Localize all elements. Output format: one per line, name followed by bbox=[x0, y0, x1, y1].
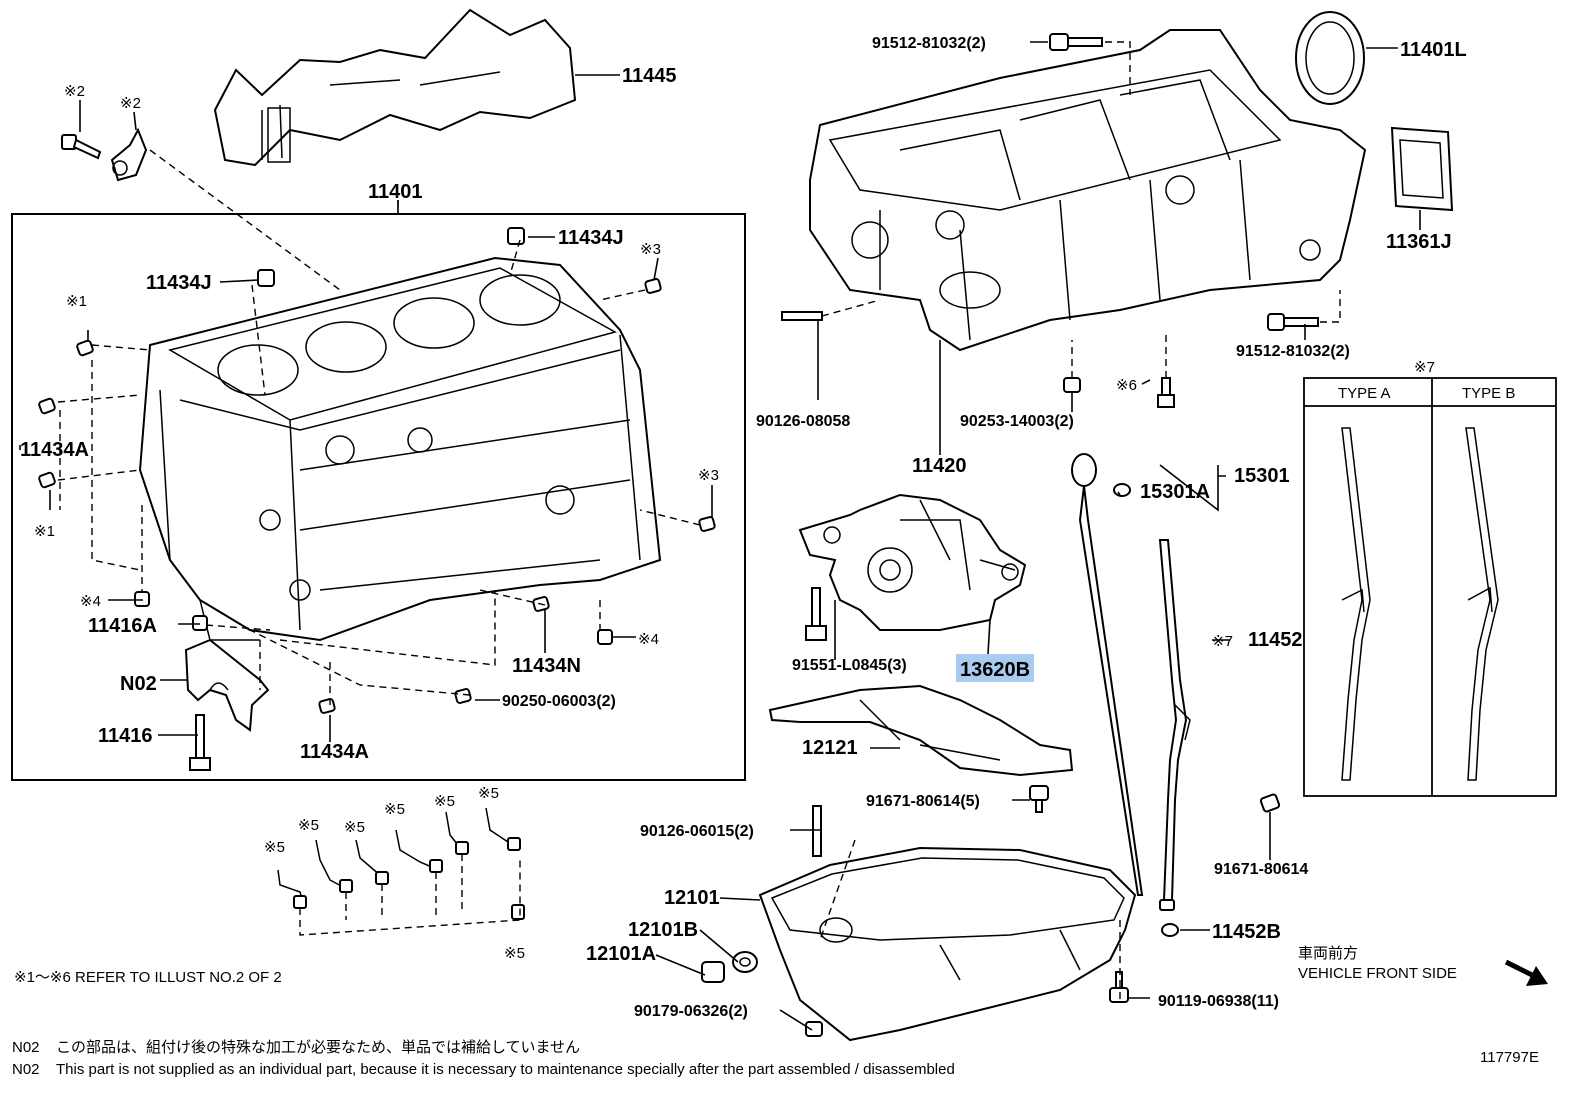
label-13620B: 13620B bbox=[960, 659, 1030, 681]
marker-1-top: ※1 bbox=[66, 293, 87, 310]
label-12101B: 12101B bbox=[628, 919, 698, 941]
marker-5-f: ※5 bbox=[478, 785, 499, 802]
crankcase[interactable] bbox=[809, 29, 1367, 352]
label-90126-08058: 90126-08058 bbox=[756, 413, 850, 430]
note-jp: この部品は、組付け後の特殊な加工が必要なため、単品では補給していません bbox=[56, 1038, 580, 1056]
oil-pump[interactable] bbox=[798, 493, 1027, 631]
label-11416: 11416 bbox=[98, 725, 153, 747]
oil-pump-bolt[interactable] bbox=[805, 587, 827, 641]
note-en: This part is not supplied as an individu… bbox=[56, 1061, 955, 1078]
label-11416A: 11416A bbox=[88, 615, 157, 637]
marker-2-fitting: ※2 bbox=[120, 95, 141, 112]
label-11452: 11452 bbox=[1248, 629, 1303, 651]
oil-pan[interactable] bbox=[758, 846, 1137, 1042]
marker-5-b: ※5 bbox=[298, 817, 319, 834]
marker-4-left: ※4 bbox=[80, 593, 101, 610]
baffle-bolt[interactable] bbox=[1029, 785, 1049, 813]
marker-5-d: ※5 bbox=[384, 801, 405, 818]
label-11445: 11445 bbox=[622, 65, 677, 87]
type-a-heading: TYPE A bbox=[1338, 385, 1391, 402]
marker-6: ※6 bbox=[1116, 377, 1137, 394]
gauge-type-box bbox=[1303, 377, 1557, 797]
oil-seal-retainer-gasket[interactable] bbox=[1390, 126, 1454, 212]
label-91512-top: 91512-81032(2) bbox=[872, 35, 986, 52]
marker-5-e: ※5 bbox=[434, 793, 455, 810]
gauge-guide-bolt[interactable] bbox=[1259, 793, 1281, 813]
oil-pan-baffle-plate[interactable] bbox=[768, 684, 1074, 777]
label-11434J-top: 11434J bbox=[558, 227, 624, 249]
note-jp-prefix: N02 bbox=[12, 1039, 40, 1056]
label-91512-right: 91512-81032(2) bbox=[1236, 343, 1350, 360]
label-11434J: 11434J bbox=[146, 272, 212, 294]
label-91671-5: 91671-80614(5) bbox=[866, 793, 980, 810]
label-11420: 11420 bbox=[912, 455, 967, 477]
label-15301A: 15301A bbox=[1140, 481, 1210, 503]
label-90179: 90179-06326(2) bbox=[634, 1003, 748, 1020]
bearing-cap[interactable] bbox=[184, 638, 270, 732]
marker-3-top: ※3 bbox=[640, 241, 661, 258]
label-11434A-left: 11434A bbox=[20, 439, 89, 461]
label-91671: 91671-80614 bbox=[1214, 861, 1308, 878]
marker-2-bolt: ※2 bbox=[64, 83, 85, 100]
marker-3-right: ※3 bbox=[698, 467, 719, 484]
marker-4-right: ※4 bbox=[638, 631, 659, 648]
label-90119: 90119-06938(11) bbox=[1158, 993, 1279, 1010]
cylinder-block[interactable] bbox=[138, 256, 662, 642]
vehicle-front-arrow bbox=[1504, 959, 1548, 986]
vehicle-front-en: VEHICLE FRONT SIDE bbox=[1298, 965, 1457, 982]
label-11361J: 11361J bbox=[1386, 231, 1452, 253]
label-12101: 12101 bbox=[664, 887, 720, 909]
label-11434N: 11434N bbox=[512, 655, 581, 677]
marker-5-g: ※5 bbox=[504, 945, 525, 962]
label-11401L: 11401L bbox=[1400, 39, 1467, 61]
vehicle-front-jp: 車両前方 bbox=[1298, 944, 1358, 962]
oil-level-gauge-guide[interactable] bbox=[1158, 539, 1191, 911]
label-90250: 90250-06003(2) bbox=[502, 693, 616, 710]
label-91551: 91551-L0845(3) bbox=[792, 657, 907, 674]
marker-7-guide: ※7 bbox=[1212, 633, 1233, 650]
cylinder-block-frame bbox=[11, 213, 746, 781]
label-90126-06015: 90126-06015(2) bbox=[640, 823, 754, 840]
label-11452B: 11452B bbox=[1212, 921, 1281, 943]
marker-5-a: ※5 bbox=[264, 839, 285, 856]
type-b-heading: TYPE B bbox=[1462, 385, 1515, 402]
refer-note: ※1～※6 REFER TO ILLUST NO.2 OF 2 bbox=[14, 969, 282, 986]
label-12101A: 12101A bbox=[586, 943, 656, 965]
label-12121: 12121 bbox=[802, 737, 858, 759]
oil-seal[interactable] bbox=[1295, 11, 1365, 105]
marker-5-c: ※5 bbox=[344, 819, 365, 836]
o-rings[interactable] bbox=[1113, 483, 1179, 937]
label-11434A-bottom: 11434A bbox=[300, 741, 369, 763]
label-N02: N02 bbox=[120, 673, 157, 695]
illustration-id: 117797E bbox=[1480, 1049, 1539, 1066]
marker-7-box: ※7 bbox=[1414, 359, 1435, 376]
oil-jet-nozzles[interactable] bbox=[277, 807, 525, 920]
oil-pan-hardware[interactable] bbox=[701, 805, 1129, 1037]
bearing-cap-bolt[interactable] bbox=[189, 714, 211, 771]
highlighted-part-marker bbox=[956, 654, 1034, 682]
cylinder-block-insulator[interactable] bbox=[213, 8, 577, 167]
marker-1-bottom: ※1 bbox=[34, 523, 55, 540]
label-11401: 11401 bbox=[368, 181, 423, 203]
label-90253: 90253-14003(2) bbox=[960, 413, 1074, 430]
oil-level-gauge[interactable] bbox=[1071, 453, 1144, 896]
union-bolt[interactable] bbox=[61, 127, 148, 182]
note-en-prefix: N02 bbox=[12, 1061, 40, 1078]
crankcase-bolts[interactable] bbox=[781, 33, 1319, 408]
label-15301: 15301 bbox=[1234, 465, 1290, 487]
